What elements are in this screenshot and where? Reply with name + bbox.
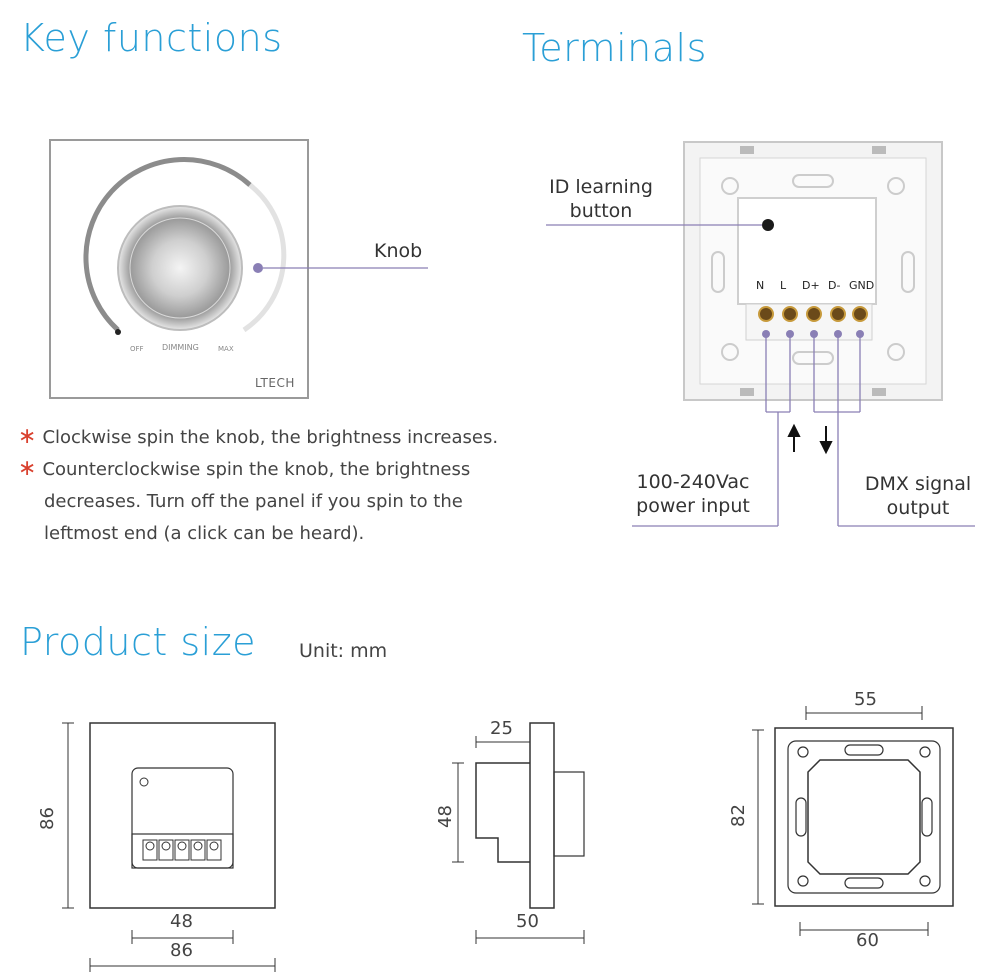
bullet-clockwise: ∗Clockwise spin the knob, the brightness… [18, 421, 578, 454]
dim-front-width: 86 [170, 940, 193, 961]
brightness-arc [83, 156, 252, 332]
panel-brand-logo: LTECH [255, 376, 295, 390]
terminals-illustration [546, 141, 975, 527]
id-learning-line2: button [569, 200, 633, 222]
key-functions-title: Key functions [20, 16, 283, 60]
panel-dimming-label: DIMMING [162, 343, 199, 352]
front-dimension-drawing [62, 722, 276, 972]
signal-arrow-icon [819, 426, 833, 455]
power-arrow-icon [787, 423, 801, 452]
dim-front-inner-width: 48 [170, 911, 193, 932]
power-line2: power input [636, 495, 750, 517]
asterisk-icon: ∗ [18, 424, 37, 449]
id-learning-line1: ID learning [549, 176, 653, 198]
bullet-1-line-1: Clockwise spin the knob, the brightness … [42, 427, 499, 448]
side-dimension-drawing [452, 722, 585, 944]
bullet-counterclockwise: ∗Counterclockwise spin the knob, the bri… [18, 453, 578, 550]
terminals-title: Terminals [522, 26, 707, 70]
id-learning-label: ID learning button [538, 175, 664, 223]
back-dimension-drawing [752, 706, 954, 936]
terminal-screws [758, 306, 868, 322]
panel-illustration [49, 139, 428, 399]
knob-label: Knob [374, 240, 423, 262]
knob-marker [253, 263, 263, 273]
dim-back-height: 82 [727, 804, 749, 827]
dim-side-width: 50 [516, 911, 539, 932]
knob [117, 205, 243, 331]
panel-off-label: OFF [130, 345, 144, 353]
bullet-2-line-1: Counterclockwise spin the knob, the brig… [42, 459, 471, 480]
dim-back-inner-width: 55 [854, 689, 877, 710]
dim-side-depth: 25 [490, 718, 513, 739]
dim-back-width: 60 [856, 930, 879, 951]
bullet-2-line-2: decreases. Turn off the panel if you spi… [44, 491, 463, 512]
dmx-line2: output [886, 497, 950, 519]
terminal-label-dminus: D- [828, 279, 841, 292]
terminal-label-dplus: D+ [802, 279, 820, 292]
terminal-label-n: N [756, 279, 765, 292]
asterisk-icon: ∗ [18, 456, 37, 481]
dim-front-height: 86 [36, 807, 58, 830]
id-learning-button [762, 219, 774, 231]
product-size-title: Product size [20, 620, 257, 664]
dmx-line1: DMX signal [864, 473, 972, 495]
terminal-label-l: L [780, 279, 787, 292]
panel-max-label: MAX [218, 345, 234, 353]
dmx-output-label: DMX signal output [854, 472, 982, 520]
terminal-label-gnd: GND [849, 279, 875, 292]
power-input-label: 100-240Vac power input [626, 470, 760, 518]
unit-label: Unit: mm [299, 640, 388, 662]
power-line1: 100-240Vac [636, 471, 750, 493]
bullet-2-line-3: leftmost end (a click can be heard). [44, 523, 365, 544]
dim-side-height: 48 [434, 805, 456, 828]
